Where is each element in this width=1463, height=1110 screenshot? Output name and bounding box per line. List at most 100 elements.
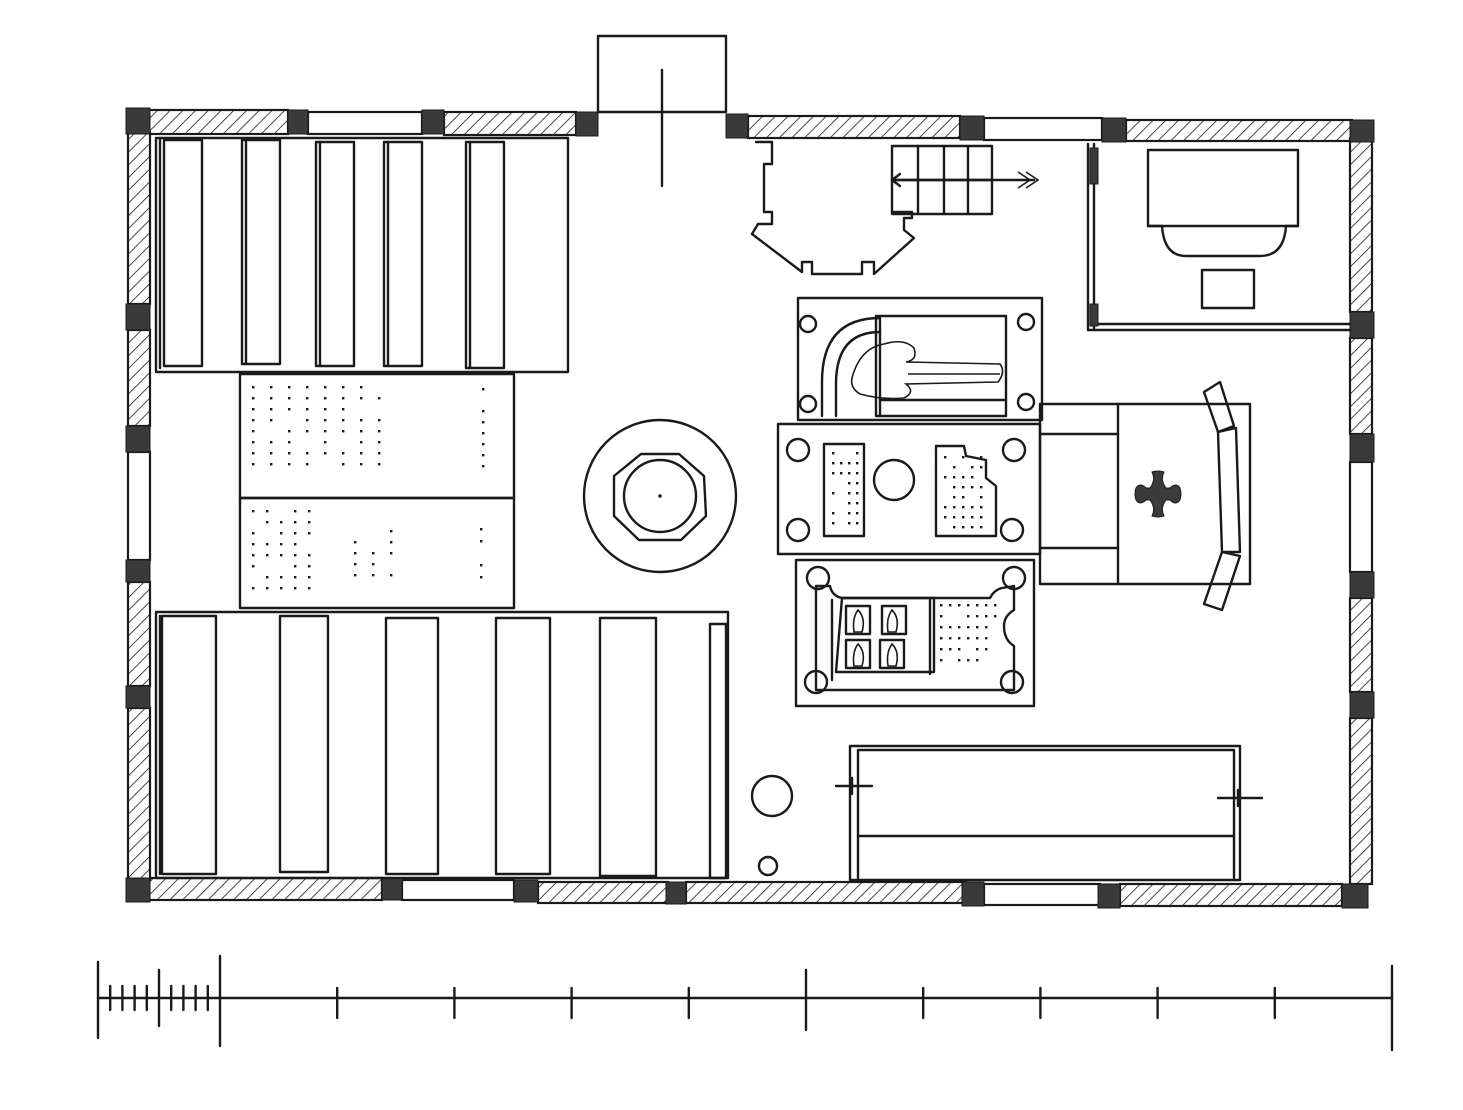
inscription-mark <box>856 522 859 525</box>
inscription-mark <box>342 397 345 400</box>
inscription-mark <box>324 397 327 400</box>
inscription-mark <box>288 463 291 466</box>
inscription-mark <box>985 637 988 640</box>
inscription-mark <box>308 576 311 579</box>
inscription-mark <box>976 659 979 662</box>
inscription-mark <box>270 441 273 444</box>
inscription-mark <box>953 526 956 529</box>
inscription-mark <box>306 386 309 389</box>
inscription-mark <box>294 521 297 524</box>
inscription-mark <box>252 386 255 389</box>
inscription-mark <box>953 506 956 509</box>
inscription-mark <box>832 492 835 495</box>
inscription-mark <box>378 430 381 433</box>
inscription-mark <box>342 430 345 433</box>
inscription-mark <box>980 506 983 509</box>
inscription-mark <box>949 637 952 640</box>
inscription-mark <box>252 532 255 535</box>
inscription-mark <box>976 626 979 629</box>
inscription-mark <box>390 530 393 533</box>
inscription-mark <box>962 516 965 519</box>
inscription-mark <box>944 456 947 459</box>
inscription-mark <box>953 466 956 469</box>
inscription-mark <box>953 486 956 489</box>
inscription-mark <box>848 472 851 475</box>
inscription-mark <box>980 516 983 519</box>
inscription-mark <box>971 466 974 469</box>
baptismal-font <box>582 418 738 574</box>
inscription-mark <box>980 526 983 529</box>
inscription-mark <box>944 476 947 479</box>
inscription-mark <box>985 604 988 607</box>
inscription-mark <box>294 565 297 568</box>
inscription-mark <box>308 587 311 590</box>
inscription-mark <box>980 486 983 489</box>
inscription-mark <box>482 454 485 457</box>
altar-cross-icon <box>1134 470 1182 518</box>
inscription-mark <box>288 452 291 455</box>
inscription-mark <box>971 476 974 479</box>
altar-rail <box>1202 380 1242 612</box>
inscription-mark <box>378 397 381 400</box>
inscription-mark <box>953 476 956 479</box>
inscription-mark <box>306 463 309 466</box>
inscription-mark <box>480 540 483 543</box>
inscription-mark <box>324 441 327 444</box>
inscription-mark <box>940 615 943 618</box>
inscription-mark <box>288 441 291 444</box>
inscription-mark <box>980 456 983 459</box>
inscription-mark <box>360 419 363 422</box>
inscription-mark <box>390 574 393 577</box>
inscription-mark <box>840 462 843 465</box>
inscription-mark <box>324 419 327 422</box>
inscription-mark <box>308 565 311 568</box>
epitaph-effigy-slab <box>796 296 1044 422</box>
inscription-mark <box>848 462 851 465</box>
round-object-large <box>750 774 794 818</box>
inscription-mark <box>308 510 311 513</box>
inscription-mark <box>324 452 327 455</box>
inscription-mark <box>482 432 485 435</box>
inscription-mark <box>949 604 952 607</box>
inscription-mark <box>280 576 283 579</box>
inscription-mark <box>354 552 357 555</box>
inscription-mark <box>482 388 485 391</box>
inscription-mark <box>390 541 393 544</box>
inscription-mark <box>294 532 297 535</box>
inscription-mark <box>971 486 974 489</box>
inscription-mark <box>944 516 947 519</box>
inscription-mark <box>832 472 835 475</box>
inscription-mark <box>294 510 297 513</box>
inscription-mark <box>378 452 381 455</box>
inscription-mark <box>840 472 843 475</box>
inscription-mark <box>378 441 381 444</box>
inscription-mark <box>482 410 485 413</box>
inscription-mark <box>280 521 283 524</box>
inscribed-grave-slab-upper <box>238 372 516 500</box>
inscription-mark <box>252 452 255 455</box>
inscription-mark <box>252 543 255 546</box>
inscription-mark <box>832 462 835 465</box>
pulpit <box>750 140 916 276</box>
inscription-mark <box>962 486 965 489</box>
inscription-mark <box>378 463 381 466</box>
inscription-mark <box>958 637 961 640</box>
inscription-mark <box>306 430 309 433</box>
inscription-mark <box>252 441 255 444</box>
inscription-mark <box>360 386 363 389</box>
long-bench-chest <box>834 744 1264 882</box>
inscription-mark <box>306 452 309 455</box>
inscription-mark <box>962 506 965 509</box>
inscription-mark <box>994 615 997 618</box>
inscription-mark <box>306 419 309 422</box>
inscription-mark <box>832 452 835 455</box>
inscription-mark <box>270 386 273 389</box>
inscription-mark <box>962 496 965 499</box>
inscription-mark <box>354 563 357 566</box>
inscription-mark <box>480 564 483 567</box>
inscription-mark <box>270 397 273 400</box>
inscription-mark <box>967 604 970 607</box>
inscription-mark <box>848 522 851 525</box>
inscription-mark <box>971 526 974 529</box>
